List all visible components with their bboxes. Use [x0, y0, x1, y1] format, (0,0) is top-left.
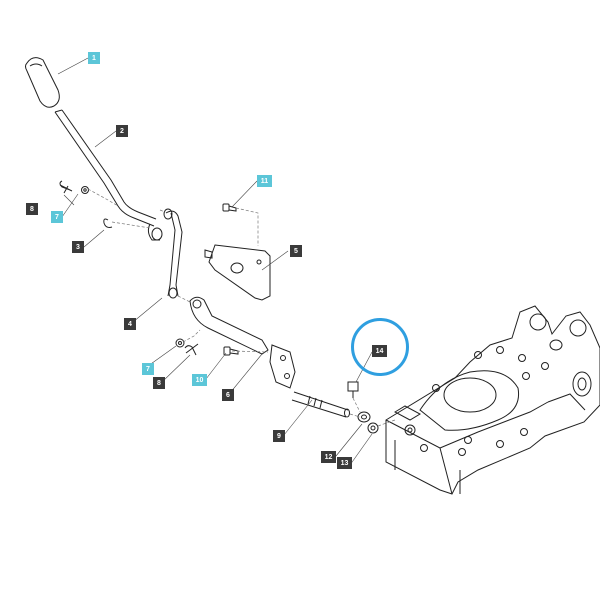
part-7-washer-top	[81, 186, 89, 194]
callout-9[interactable]: 9	[273, 430, 285, 442]
callout-8-bottom[interactable]: 8	[153, 377, 165, 389]
part-8-cotter-pin-top	[59, 180, 73, 194]
callout-10[interactable]: 10	[192, 374, 207, 386]
callout-2[interactable]: 2	[116, 125, 128, 137]
assembly-lines	[87, 188, 396, 427]
callout-13[interactable]: 13	[337, 457, 352, 469]
callout-14-highlight-ring	[351, 318, 409, 376]
hydraulic-lift-housing	[385, 305, 600, 495]
part-12-13-washers	[357, 411, 379, 434]
callout-3[interactable]: 3	[72, 241, 84, 253]
part-14-bolt	[347, 381, 359, 398]
callout-7-bottom[interactable]: 7	[142, 363, 154, 375]
part-3-snap-ring	[103, 218, 113, 228]
part-2-lever	[54, 109, 163, 241]
part-7-washer-bottom	[175, 338, 185, 348]
callout-11[interactable]: 11	[257, 175, 272, 187]
part-8-cotter-pin-bottom	[184, 343, 199, 356]
callout-5[interactable]: 5	[290, 245, 302, 257]
callout-7-top[interactable]: 7	[51, 211, 63, 223]
part-4-link-rod	[163, 208, 183, 299]
part-5-bracket-plate	[204, 244, 271, 301]
part-6-crank-arm	[189, 296, 269, 355]
part-11-bolt	[222, 203, 237, 212]
callout-12[interactable]: 12	[321, 451, 336, 463]
part-9-shaft	[269, 344, 350, 418]
part-10-pin	[223, 346, 239, 356]
callout-8-top[interactable]: 8	[26, 203, 38, 215]
part-1-lever-knob	[25, 57, 60, 108]
callout-6[interactable]: 6	[222, 389, 234, 401]
callout-1[interactable]: 1	[88, 52, 100, 64]
callout-4[interactable]: 4	[124, 318, 136, 330]
